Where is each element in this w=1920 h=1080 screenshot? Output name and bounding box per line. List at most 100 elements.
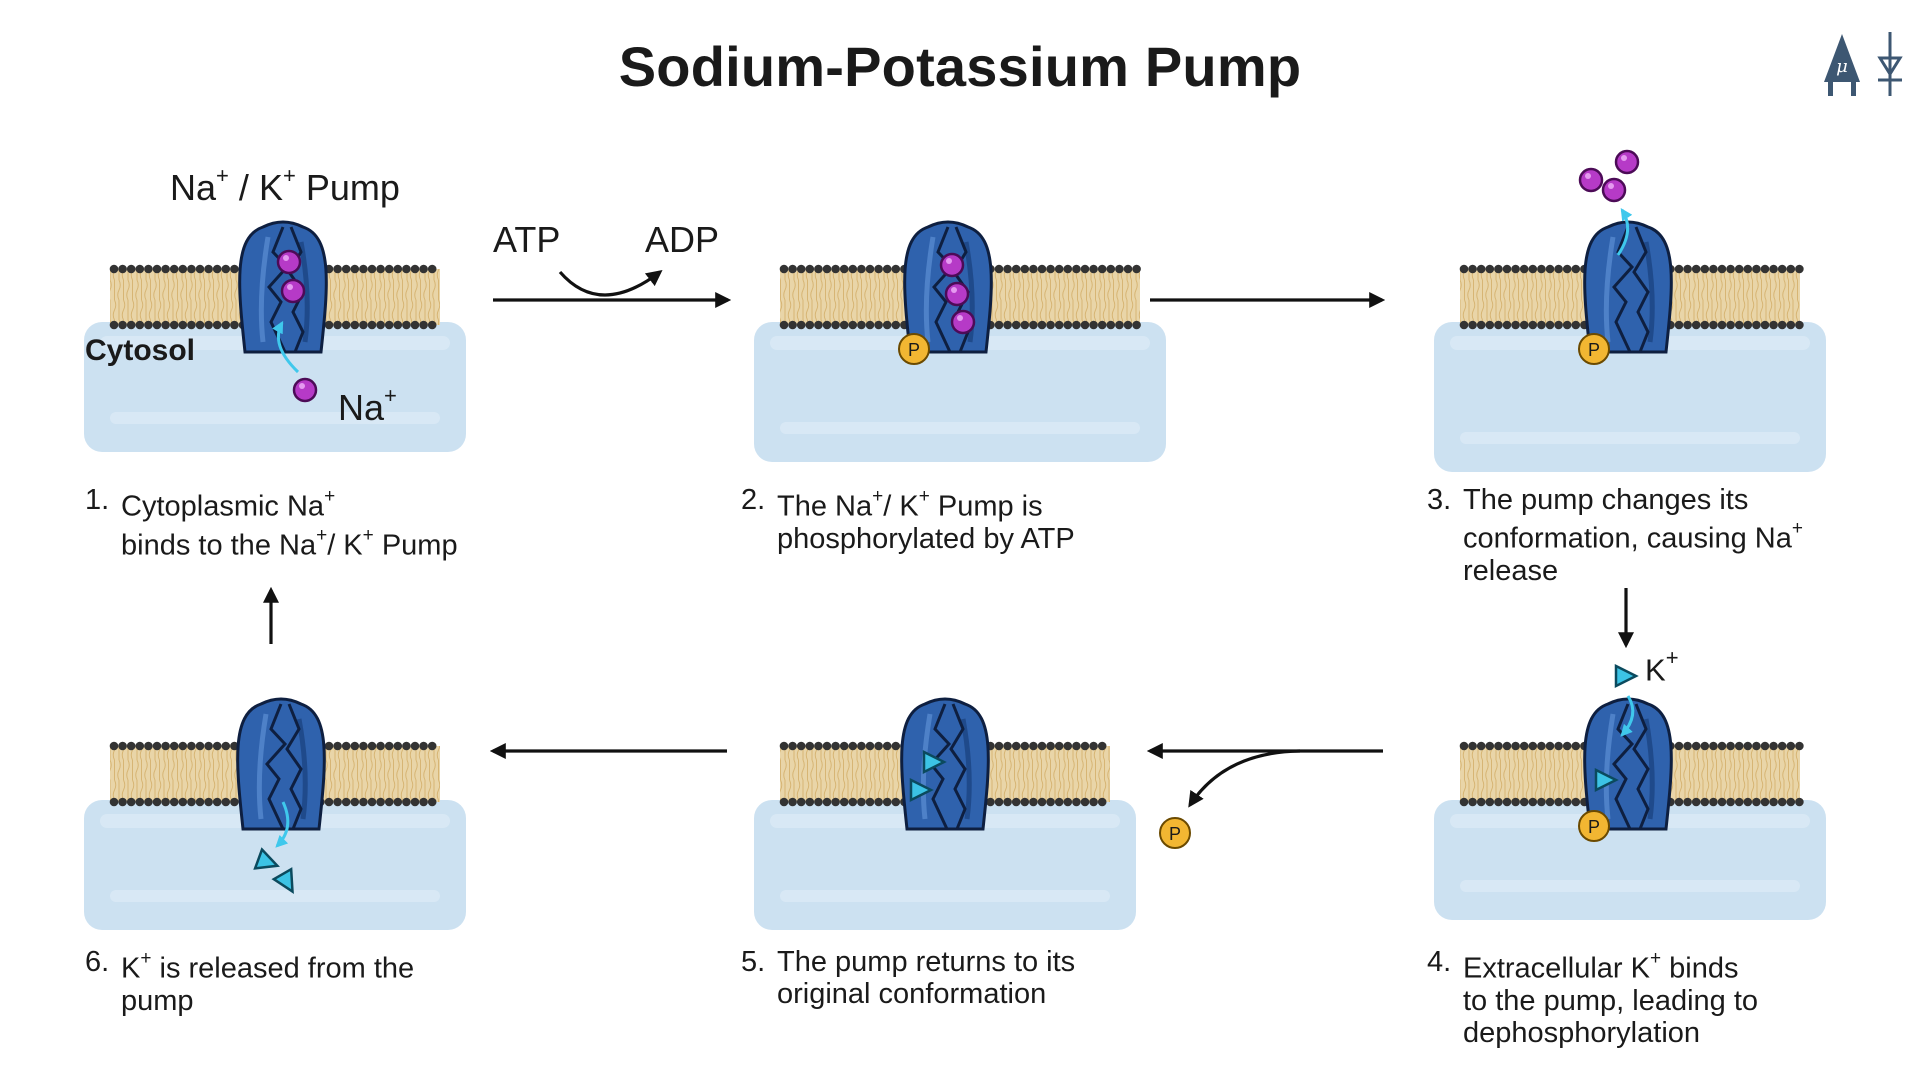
lipid-head bbox=[1468, 320, 1477, 330]
lipid-head bbox=[1115, 320, 1124, 330]
lipid-head bbox=[865, 797, 875, 807]
pump-shadow bbox=[963, 241, 975, 343]
lipid-head bbox=[402, 741, 411, 751]
phosphate-group-icon bbox=[898, 333, 930, 365]
lipid-head bbox=[178, 797, 188, 807]
lipid-head bbox=[822, 264, 832, 274]
pump-channel bbox=[949, 703, 967, 830]
lipid-head bbox=[1029, 320, 1038, 330]
lipid-head bbox=[1072, 797, 1081, 807]
lipid-head bbox=[1003, 264, 1012, 274]
charge-superscript: + bbox=[140, 948, 152, 969]
lipid-head bbox=[161, 320, 170, 330]
lipid-head bbox=[1459, 797, 1469, 807]
potassium-ion-icon bbox=[253, 847, 280, 870]
lipid-head bbox=[1786, 264, 1796, 274]
lipid-head bbox=[230, 797, 239, 807]
lipid-head bbox=[1734, 264, 1744, 274]
lipid-head bbox=[857, 797, 866, 807]
lipid-head bbox=[1029, 797, 1038, 807]
lipid-head bbox=[1123, 264, 1133, 274]
caption-text: is released from the bbox=[151, 952, 415, 985]
step-number: 4. bbox=[1427, 946, 1452, 978]
lipid-head bbox=[1571, 264, 1581, 274]
lipid-head bbox=[1468, 797, 1477, 807]
caption-text: The pump changes its bbox=[1463, 484, 1749, 516]
caption-text: dephosphorylation bbox=[1463, 1016, 1701, 1049]
potassium-ion-icon bbox=[271, 867, 294, 894]
caption-text: phosphorylated by ATP bbox=[777, 522, 1075, 555]
lipid-head bbox=[221, 741, 231, 751]
caption-line: to the pump, leading to bbox=[1463, 985, 1758, 1017]
lipid-head bbox=[1502, 320, 1512, 330]
lipid-head bbox=[1571, 797, 1581, 807]
pump-highlight bbox=[258, 236, 271, 343]
adp-label: ADP bbox=[645, 219, 720, 260]
lipid-head bbox=[1700, 320, 1710, 330]
lipid-head bbox=[367, 264, 377, 274]
lipid-head bbox=[1029, 741, 1038, 751]
lipid-head bbox=[1080, 797, 1090, 807]
lipid-head bbox=[1037, 264, 1047, 274]
caption-text: Cytoplasmic Na bbox=[121, 490, 325, 523]
lipid-head bbox=[1700, 797, 1710, 807]
lipid-head bbox=[1476, 264, 1486, 274]
pump-label-k-charge: + bbox=[282, 163, 296, 188]
lipid-head bbox=[779, 797, 789, 807]
lipid-head bbox=[178, 264, 188, 274]
potassium-ion-icon bbox=[922, 749, 947, 775]
lipid-head bbox=[891, 741, 901, 751]
lipid-head bbox=[779, 320, 789, 330]
caption-line: phosphorylated by ATP bbox=[777, 523, 1075, 555]
lipid-head bbox=[1777, 741, 1787, 751]
lipid-head bbox=[161, 264, 170, 274]
lipid-head bbox=[195, 264, 205, 274]
potassium-ion-icon bbox=[1614, 663, 1639, 689]
pump-channel bbox=[1632, 703, 1650, 830]
step-number: 6. bbox=[85, 946, 110, 978]
lipid-head bbox=[831, 797, 840, 807]
caption-line: Extracellular K+ binds bbox=[1463, 946, 1758, 985]
lipid-head bbox=[1115, 264, 1124, 274]
charge-superscript: + bbox=[316, 524, 328, 546]
caption-line: original conformation bbox=[777, 978, 1075, 1010]
pump-label: Na+ / K+ Pump bbox=[170, 160, 400, 208]
lipid-head bbox=[1726, 797, 1735, 807]
lipid-head bbox=[814, 320, 823, 330]
lipid-head bbox=[1752, 264, 1761, 274]
lipid-head bbox=[410, 320, 420, 330]
lipid-head bbox=[1519, 320, 1529, 330]
lipid-head bbox=[1106, 320, 1116, 330]
lipid-head bbox=[376, 320, 385, 330]
lipid-head bbox=[1089, 320, 1098, 330]
lipid-head bbox=[367, 320, 377, 330]
lipid-head bbox=[419, 741, 428, 751]
lipid-head bbox=[178, 320, 188, 330]
sodium-ion-label: Na+ bbox=[338, 380, 397, 428]
lipid-head bbox=[195, 797, 205, 807]
step-6-panel bbox=[84, 697, 466, 930]
lipid-head bbox=[839, 797, 849, 807]
lipid-head bbox=[384, 320, 394, 330]
pump-channel bbox=[1632, 226, 1650, 353]
lipid-head bbox=[796, 797, 806, 807]
lipid-head bbox=[410, 797, 420, 807]
phosphate-group-icon bbox=[1578, 810, 1610, 842]
lipid-head bbox=[848, 320, 858, 330]
lipid-head bbox=[1537, 741, 1546, 751]
lipid-head bbox=[169, 741, 179, 751]
lipid-head bbox=[221, 797, 231, 807]
lipid-head bbox=[1537, 320, 1546, 330]
lipid-head bbox=[1786, 797, 1796, 807]
lipid-head bbox=[161, 797, 170, 807]
lipid-head bbox=[187, 797, 196, 807]
step-5-panel bbox=[754, 697, 1136, 930]
lipid-head bbox=[1709, 741, 1718, 751]
lipid-head bbox=[1054, 264, 1064, 274]
lipid-head bbox=[333, 264, 342, 274]
lipid-head bbox=[1037, 741, 1047, 751]
lipid-head bbox=[1795, 741, 1804, 751]
lipid-head bbox=[1037, 320, 1047, 330]
sodium-ion-shine bbox=[283, 255, 289, 261]
lipid-head bbox=[187, 264, 196, 274]
